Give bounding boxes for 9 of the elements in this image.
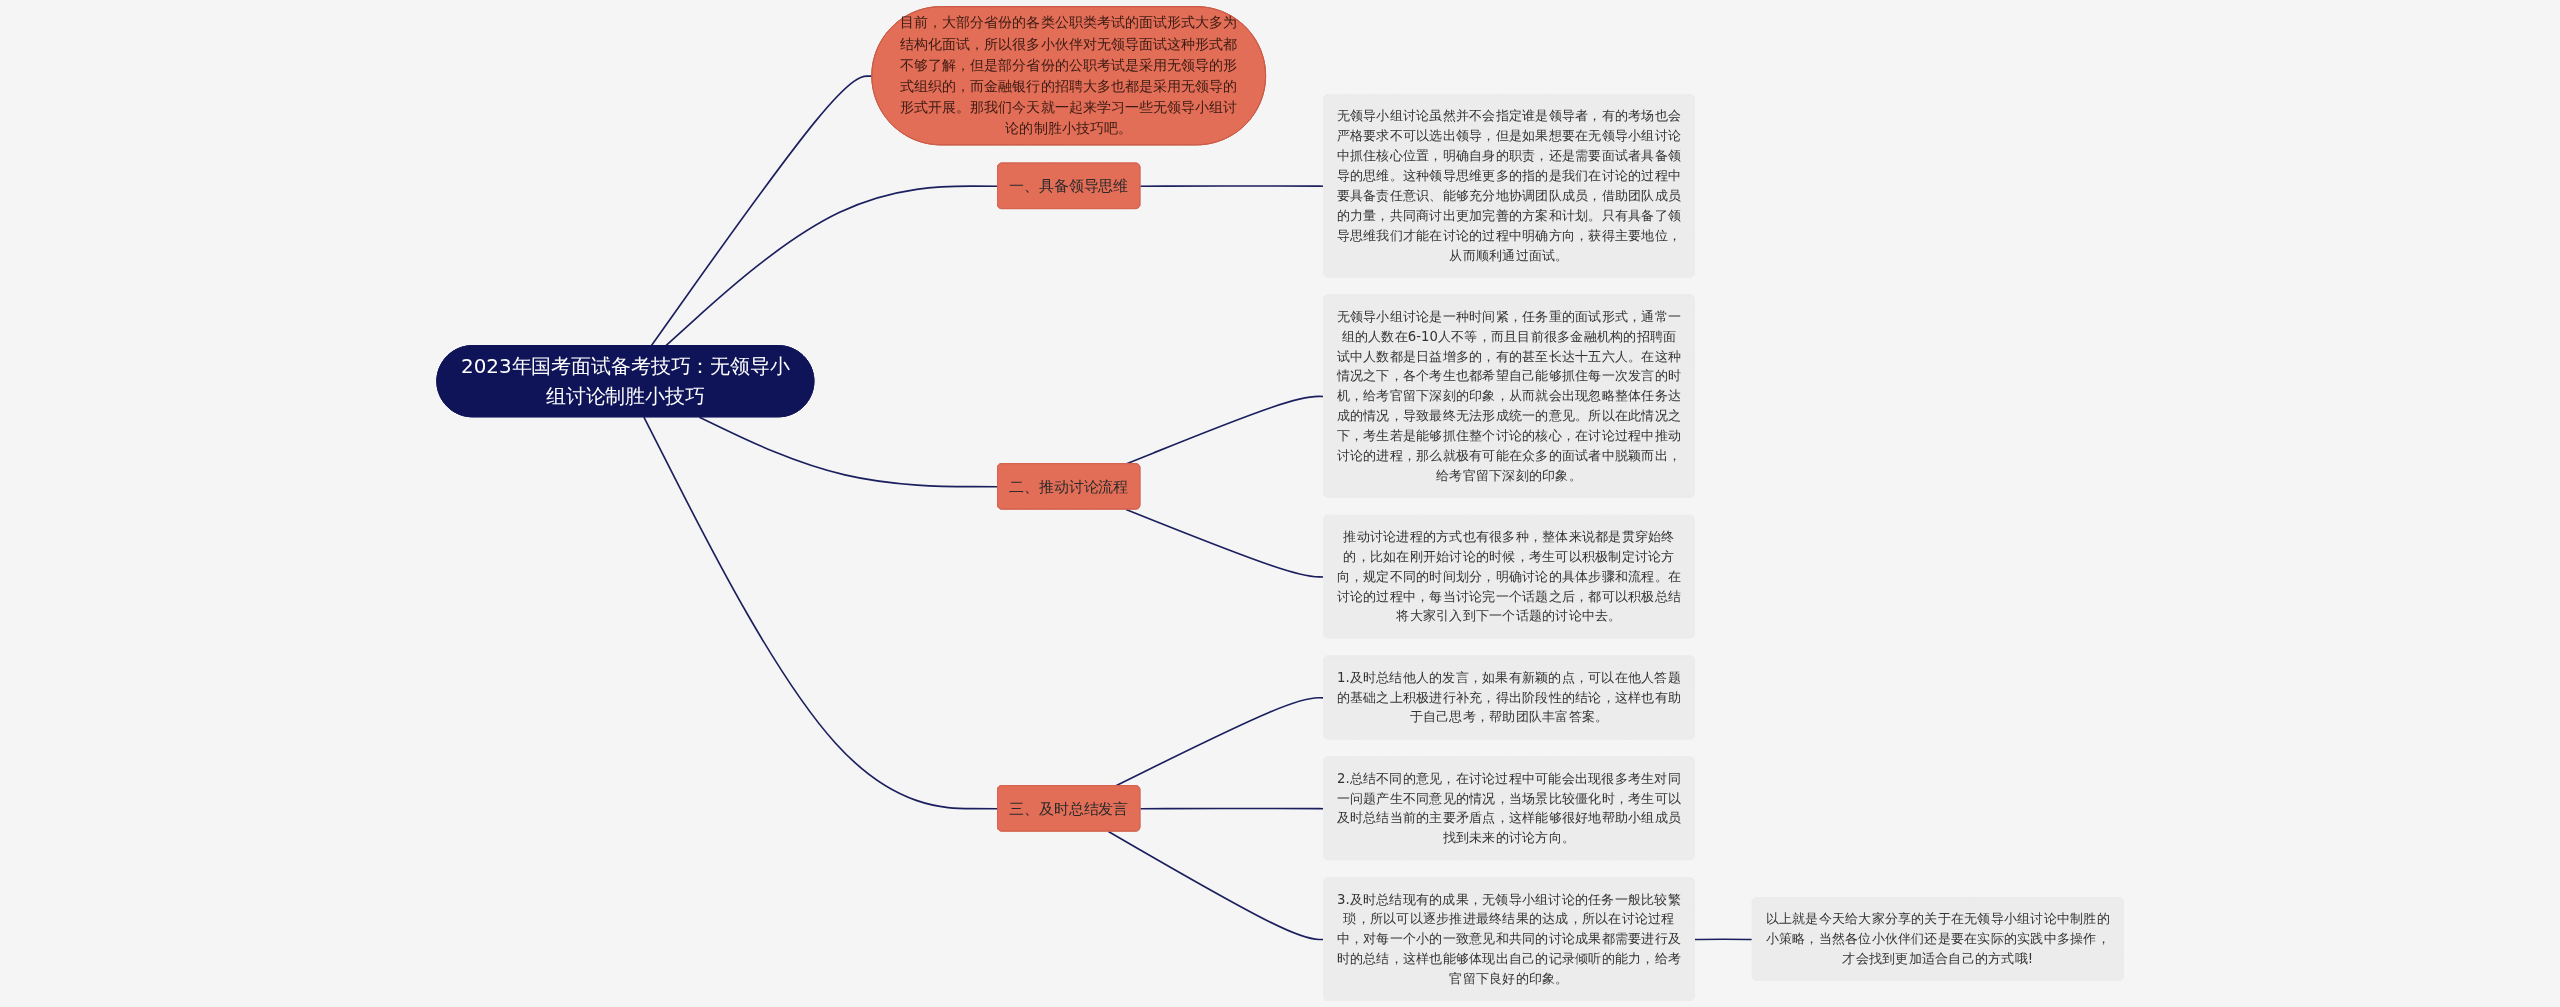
connector: [698, 416, 999, 488]
connector: [1693, 938, 1754, 941]
connector: [1107, 830, 1325, 941]
connector: [1125, 508, 1325, 578]
connector: [1139, 807, 1325, 810]
connector: [1139, 185, 1325, 188]
connector: [643, 416, 999, 810]
connector: [1114, 696, 1325, 787]
connector: [664, 185, 999, 347]
